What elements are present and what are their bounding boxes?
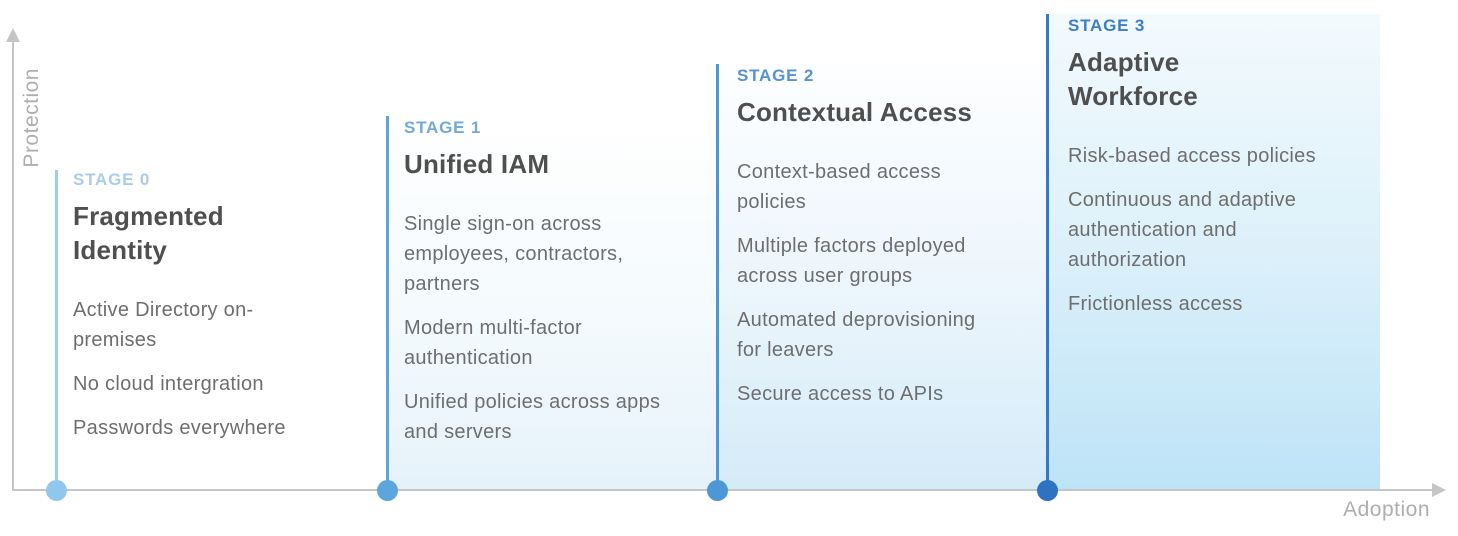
stage-1-column: STAGE 1 Unified IAM Single sign-on acros… [404, 118, 662, 461]
stage-3-item: Continuous and adaptive authentication a… [1068, 189, 1297, 271]
stage-2-item: Context-based access policies [737, 161, 941, 213]
stage-1-panel [389, 116, 718, 490]
stage-0-axis-dot [46, 480, 67, 501]
stage-2-item: Multiple factors deployed across user gr… [737, 235, 966, 287]
stage-0-item: Active Directory on-premises [73, 299, 254, 351]
y-axis-arrow-icon [6, 28, 20, 42]
stage-2-axis-dot [707, 480, 728, 501]
stage-2-item: Secure access to APIs [737, 383, 944, 405]
stage-3-axis-dot [1037, 480, 1058, 501]
stage-2-panel [719, 64, 1048, 490]
stage-3-accent-line [1046, 14, 1049, 490]
y-axis-line [12, 42, 14, 490]
stage-0-column: STAGE 0 Fragmented Identity Active Direc… [73, 170, 335, 457]
stage-0-accent-line [55, 170, 58, 490]
stage-1-item: Single sign-on across employees, contrac… [404, 213, 624, 295]
stage-1-accent-line [386, 116, 389, 490]
stage-1-item: Unified policies across apps and servers [404, 391, 661, 443]
stage-2-accent-line [716, 64, 719, 490]
x-axis-label: Adoption [1343, 498, 1430, 521]
stage-1-item: Modern multi-factor authentication [404, 317, 582, 369]
stage-0-item: Passwords everywhere [73, 417, 286, 439]
stage-0-title: Fragmented Identity [73, 201, 224, 265]
stage-0-label: STAGE 0 [73, 170, 151, 189]
x-axis-arrow-icon [1432, 483, 1446, 497]
stage-0-item: No cloud intergration [73, 373, 264, 395]
stage-3-item: Frictionless access [1068, 293, 1243, 315]
stage-2-item: Automated deprovisioning for leavers [737, 309, 976, 361]
stage-1-axis-dot [377, 480, 398, 501]
stage-3-title: Adaptive Workforce [1068, 47, 1198, 111]
stage-3-item: Risk-based access policies [1068, 145, 1316, 167]
stage-2-title: Contextual Access [737, 97, 973, 127]
stage-3-label: STAGE 3 [1068, 16, 1146, 35]
stage-2-label: STAGE 2 [737, 66, 815, 85]
y-axis-label: Protection [20, 68, 43, 168]
stage-3-column: STAGE 3 Adaptive Workforce Risk-based ac… [1068, 16, 1350, 333]
stage-2-column: STAGE 2 Contextual Access Context-based … [737, 66, 989, 423]
stage-1-label: STAGE 1 [404, 118, 482, 137]
stage-3-panel [1049, 14, 1380, 490]
stage-1-title: Unified IAM [404, 149, 550, 179]
